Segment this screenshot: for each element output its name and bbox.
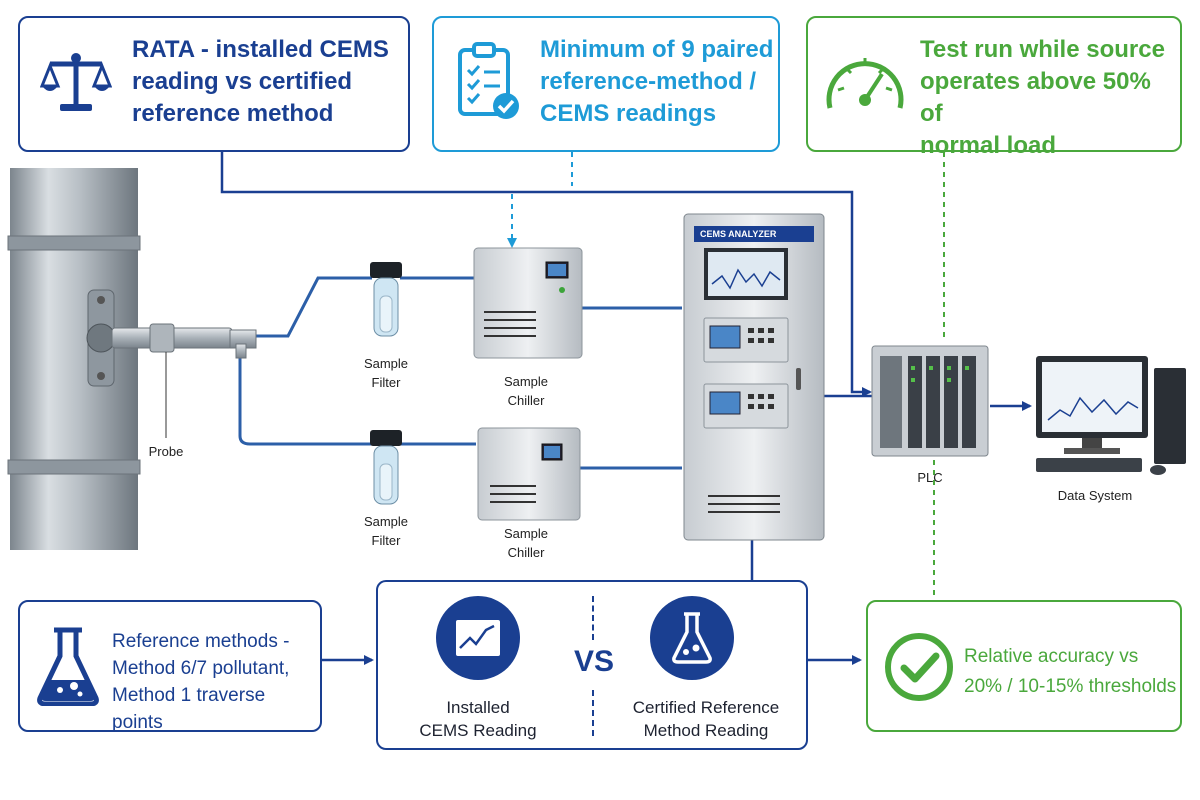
trend-chart-icon bbox=[436, 596, 520, 680]
label-line: Chiller bbox=[507, 545, 545, 560]
reference-methods-text: Reference methods - Method 6/7 pollutant… bbox=[112, 628, 320, 736]
plc-unit bbox=[871, 345, 989, 457]
sample-tubing bbox=[238, 276, 682, 470]
sample-filter-top bbox=[370, 262, 402, 337]
cems-analyzer-title: CEMS ANALYZER bbox=[700, 229, 777, 239]
label-line: Method Reading bbox=[643, 721, 769, 740]
label-line: Sample bbox=[503, 526, 549, 541]
probe-label: Probe bbox=[148, 444, 184, 459]
rata-text-line: reading vs certified bbox=[132, 68, 353, 95]
flask-icon bbox=[37, 627, 99, 706]
divider-top bbox=[592, 596, 594, 640]
sample-filter-bottom-label: Sample Filter bbox=[346, 512, 426, 550]
reference-methods-box: Reference methods - Method 6/7 pollutant… bbox=[18, 600, 322, 733]
connectors bbox=[220, 152, 1032, 665]
reference-methods-line: Method 1 traverse points bbox=[112, 685, 266, 733]
paired-readings-line: Minimum of 9 paired bbox=[540, 36, 774, 63]
label-line: Installed bbox=[446, 698, 510, 717]
divider-bottom bbox=[592, 690, 594, 736]
installed-cems-label: Installed CEMS Reading bbox=[408, 696, 548, 742]
data-system-label: Data System bbox=[1057, 488, 1133, 503]
rata-text-line: reference method bbox=[132, 100, 334, 127]
certified-reference-label: Certified Reference Method Reading bbox=[616, 696, 796, 742]
sample-chiller-top-label: Sample Chiller bbox=[484, 372, 568, 410]
label-line: CEMS Reading bbox=[419, 721, 537, 740]
clipboard-checklist-icon bbox=[458, 42, 519, 119]
comparison-box: Installed CEMS Reading VS Certified Refe… bbox=[376, 580, 808, 750]
load-text-line: operates above 50% of bbox=[920, 68, 1151, 127]
relative-accuracy-box: Relative accuracy vs 20% / 10-15% thresh… bbox=[866, 600, 1182, 732]
paired-readings-box: Minimum of 9 paired reference-method / C… bbox=[432, 16, 780, 152]
load-text: Test run while source operates above 50%… bbox=[920, 34, 1180, 162]
rata-text: RATA - installed CEMS reading vs certifi… bbox=[132, 34, 389, 130]
label-line: Certified Reference bbox=[632, 698, 780, 717]
sample-chiller-top bbox=[473, 247, 583, 359]
paired-readings-line: reference-method / bbox=[540, 68, 757, 95]
probe bbox=[111, 323, 257, 438]
reference-methods-line: Method 6/7 pollutant, bbox=[112, 658, 290, 679]
data-system-computer bbox=[1036, 356, 1186, 475]
check-circle-icon bbox=[885, 633, 953, 701]
flask-icon bbox=[650, 596, 734, 680]
paired-readings-text: Minimum of 9 paired reference-method / C… bbox=[540, 34, 773, 130]
paired-readings-line: CEMS readings bbox=[540, 100, 717, 127]
stack bbox=[7, 168, 141, 550]
vs-label: VS bbox=[573, 645, 615, 678]
relative-accuracy-text: Relative accuracy vs 20% / 10-15% thresh… bbox=[964, 642, 1176, 702]
sample-filter-top-label: Sample Filter bbox=[346, 354, 426, 392]
sample-chiller-bottom bbox=[477, 427, 581, 521]
rata-box: RATA - installed CEMS reading vs certifi… bbox=[18, 16, 410, 152]
reference-methods-line: Reference methods - bbox=[112, 631, 290, 652]
balance-scale-icon bbox=[40, 53, 112, 111]
label-line: Sample bbox=[363, 356, 409, 371]
label-line: Sample bbox=[503, 374, 549, 389]
plc-label: PLC bbox=[917, 470, 943, 485]
sample-chiller-bottom-label: Sample Chiller bbox=[484, 524, 568, 562]
sample-filter-bottom bbox=[370, 430, 402, 505]
label-line: Sample bbox=[363, 514, 409, 529]
label-line: Filter bbox=[371, 375, 401, 390]
relative-accuracy-line: Relative accuracy vs bbox=[964, 646, 1139, 667]
load-box: Test run while source operates above 50%… bbox=[806, 16, 1182, 159]
label-line: Chiller bbox=[507, 393, 545, 408]
rata-text-line: RATA - installed CEMS bbox=[132, 36, 389, 63]
gauge-icon bbox=[826, 58, 904, 109]
label-line: Filter bbox=[371, 533, 401, 548]
load-text-line: Test run while source bbox=[920, 36, 1165, 63]
load-text-line: normal load bbox=[920, 132, 1057, 159]
cems-analyzer-cabinet bbox=[683, 213, 825, 541]
relative-accuracy-line: 20% / 10-15% thresholds bbox=[964, 676, 1177, 697]
